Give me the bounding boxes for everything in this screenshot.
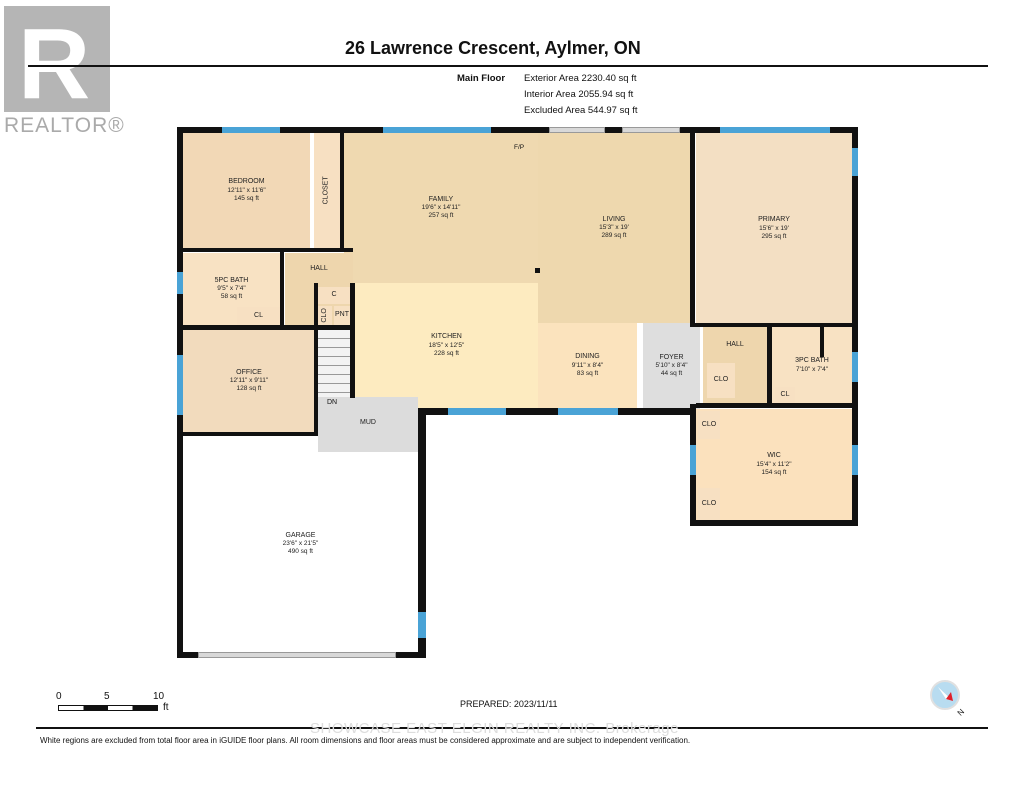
room-name: HALL bbox=[310, 265, 328, 272]
compass-north-label: N bbox=[955, 707, 967, 718]
room-name: CLO bbox=[701, 420, 717, 428]
floor-label: Main Floor bbox=[457, 73, 506, 84]
room-name: OFFICE bbox=[236, 368, 262, 376]
room-name: C bbox=[331, 291, 337, 299]
room-name: KITCHEN bbox=[431, 333, 462, 340]
room-area: 154 sq ft bbox=[761, 468, 787, 476]
room-name: 3PC BATH bbox=[795, 357, 829, 365]
room-name: CL bbox=[780, 391, 790, 399]
room-cl2: CL bbox=[775, 387, 795, 404]
scale-bar bbox=[58, 705, 158, 711]
room-name: FAMILY bbox=[428, 195, 454, 203]
scale-tick: 0 bbox=[56, 691, 62, 702]
room-clo3: CLO bbox=[698, 411, 720, 439]
exterior-area: Exterior Area 2230.40 sq ft bbox=[524, 73, 637, 84]
realtor-logo-text: REALTOR® bbox=[4, 114, 125, 137]
scale-tick: 10 bbox=[153, 691, 165, 702]
room-area: 83 sq ft bbox=[576, 369, 599, 377]
room-area: 295 sq ft bbox=[761, 232, 787, 240]
room-area: 58 sq ft bbox=[220, 293, 243, 301]
stairs bbox=[318, 330, 350, 397]
room-name: MUD bbox=[360, 419, 376, 427]
room-dims: 7'10" x 7'4" bbox=[795, 365, 829, 373]
room-name: 5PC BATH bbox=[214, 276, 249, 284]
room-dims: 12'11" x 9'11" bbox=[229, 377, 269, 385]
room-name: BEDROOM bbox=[228, 178, 265, 185]
fireplace-label: F/P bbox=[514, 144, 525, 151]
room-c: C bbox=[318, 287, 350, 304]
room-dims: 15'6" x 19' bbox=[759, 224, 789, 232]
room-cl1: CL bbox=[237, 307, 280, 325]
room-name: CLO bbox=[320, 308, 328, 323]
compass-icon bbox=[930, 680, 960, 710]
realtor-logo: R bbox=[4, 6, 110, 114]
room-name: GARAGE bbox=[285, 531, 316, 539]
room-area: 490 sq ft bbox=[288, 548, 313, 556]
prepared-date: PREPARED: 2023/11/11 bbox=[460, 699, 558, 709]
divider bbox=[28, 65, 988, 67]
room-dims: 15'3" x 19' bbox=[599, 224, 629, 232]
room-name: LIVING bbox=[602, 215, 626, 223]
room-name: WIC bbox=[767, 452, 781, 459]
room-mud: MUD bbox=[318, 397, 418, 452]
room-area: 228 sq ft bbox=[434, 349, 459, 357]
room-dims: 5'10" x 8'4" bbox=[655, 362, 688, 370]
room-name: CLO bbox=[701, 499, 717, 507]
room-name: PRIMARY bbox=[758, 216, 790, 223]
room-clo4: CLO bbox=[698, 488, 720, 520]
room-name: HALL bbox=[726, 341, 744, 348]
room-dims: 12'11" x 11'6" bbox=[227, 186, 266, 194]
room-name: CLOSET bbox=[322, 176, 330, 205]
disclaimer: White regions are excluded from total fl… bbox=[40, 736, 691, 745]
room-name: PNT bbox=[335, 311, 349, 319]
room-dims: 15'4" x 11'2" bbox=[756, 460, 792, 468]
room-closet: CLOSET bbox=[314, 133, 340, 248]
room-dims: 23'6" x 21'5" bbox=[282, 540, 319, 548]
excluded-area: Excluded Area 544.97 sq ft bbox=[524, 105, 638, 116]
interior-area: Interior Area 2055.94 sq ft bbox=[524, 89, 634, 100]
scale-unit: ft bbox=[163, 702, 169, 713]
page-title: 26 Lawrence Crescent, Aylmer, ON bbox=[345, 38, 641, 58]
room-dims: 9'11" x 8'4" bbox=[571, 361, 604, 369]
divider bbox=[36, 727, 988, 729]
room-area: 128 sq ft bbox=[236, 385, 262, 393]
room-area: 257 sq ft bbox=[428, 212, 454, 220]
room-pnt: PNT bbox=[334, 306, 350, 325]
room-dims: 18'5" x 12'5" bbox=[428, 341, 465, 349]
room-area: 289 sq ft bbox=[601, 232, 627, 240]
stairs-down-label: DN bbox=[327, 399, 338, 406]
room-clo1: CLO bbox=[318, 306, 332, 325]
room-area: 44 sq ft bbox=[660, 370, 683, 378]
room-name: CL bbox=[254, 311, 263, 319]
room-clo2: CLO bbox=[707, 363, 735, 398]
room-area: 145 sq ft bbox=[234, 194, 259, 202]
scale-tick: 5 bbox=[104, 691, 110, 702]
room-dims: 19'6" x 14'11" bbox=[421, 204, 461, 212]
room-name: DINING bbox=[575, 353, 600, 360]
watermark: SHOWCASE EAST ELGIN REALTY INC. Brokerag… bbox=[310, 720, 679, 737]
room-name: CLO bbox=[713, 376, 729, 384]
room-name: FOYER bbox=[659, 353, 684, 361]
room-dims: 9'5" x 7'4" bbox=[217, 285, 246, 293]
